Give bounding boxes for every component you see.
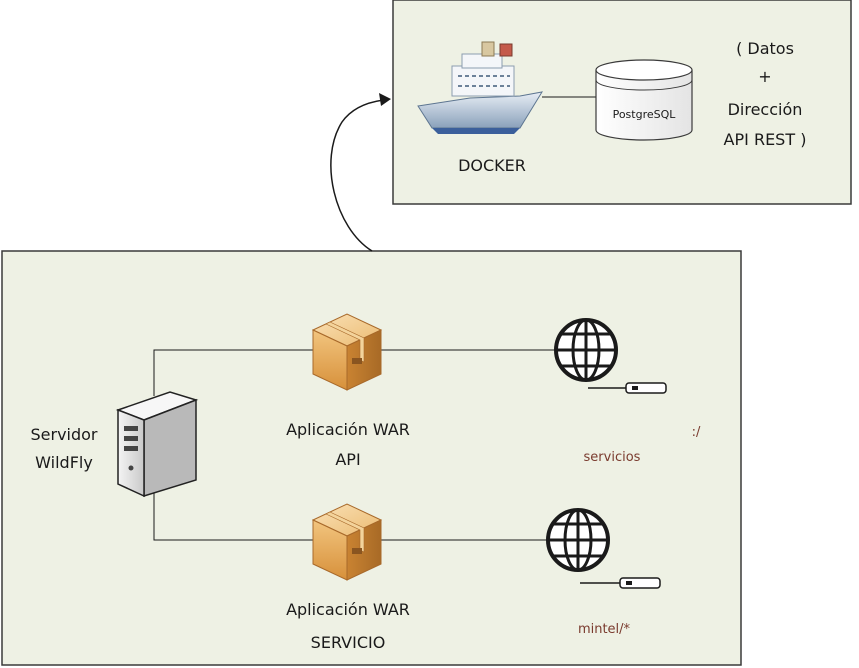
arrow-head	[379, 93, 391, 106]
servicio-url-label: mintel/*	[578, 622, 631, 637]
note-line-1: ( Datos	[736, 39, 794, 58]
server-api-link	[153, 349, 313, 396]
api-globe-icon	[554, 318, 618, 382]
api-cable-icon	[588, 382, 667, 394]
note-line-4: API REST )	[724, 130, 807, 149]
docker-label: DOCKER	[458, 156, 526, 175]
war-servicio-package-icon	[311, 503, 383, 581]
war-api-label-line-1: Aplicación WAR	[286, 420, 410, 439]
war-api-package-icon	[311, 313, 383, 391]
servicio-cable-icon	[580, 577, 661, 589]
server-label-line-1: Servidor	[30, 425, 97, 444]
server-icon	[115, 391, 199, 498]
server-servicio-link	[153, 490, 313, 541]
ship-icon	[417, 41, 544, 134]
war-api-label-line-2: API	[335, 450, 360, 469]
servicio-globe-icon	[546, 508, 610, 572]
api-url-suffix: :/	[692, 425, 701, 440]
db-label: PostgreSQL	[613, 108, 677, 121]
note-line-3: Dirección	[728, 100, 803, 119]
war-servicio-label-line-2: SERVICIO	[311, 633, 386, 652]
database-icon	[595, 59, 693, 141]
api-url-label: servicios	[584, 450, 641, 465]
note-line-2: +	[758, 67, 771, 86]
war-servicio-label-line-1: Aplicación WAR	[286, 600, 410, 619]
deploy-arrow	[330, 99, 385, 252]
server-label-line-2: WildFly	[35, 453, 93, 472]
